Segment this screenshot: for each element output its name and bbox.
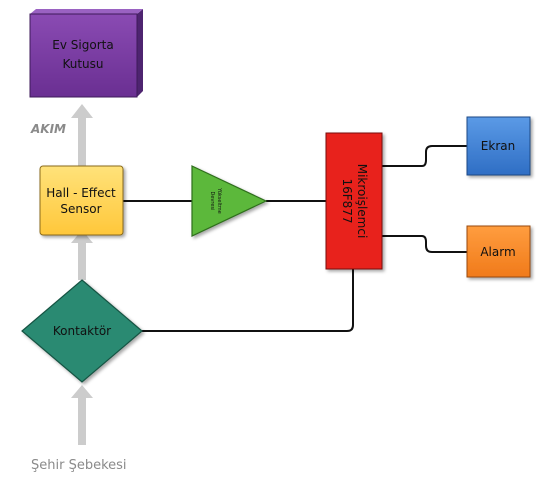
sensor-label-line1: Hall - Effect	[46, 186, 116, 200]
alarm-label: Alarm	[480, 245, 515, 259]
wire-mcu-to-alarm	[382, 235, 467, 253]
flow-arrow-to-kontaktor	[71, 385, 93, 445]
amplifier-label-line2: Devresi	[209, 192, 215, 211]
sensor-label-line2: Sensor	[60, 202, 101, 216]
flow-arrows	[71, 104, 93, 445]
mcu-label-line1: Mikroişlemci	[355, 164, 369, 239]
mcu-box: Mikroişlemci 16F877	[325, 132, 383, 270]
kontaktor-diamond: Kontaktör	[21, 279, 143, 383]
flow-arrow-to-sensor	[71, 230, 93, 280]
wire-kontaktor-to-mcu	[142, 269, 354, 332]
amplifier-label-line1: Yükseltme	[216, 187, 222, 214]
mcu-label-line2: 16F877	[340, 178, 354, 223]
sehir-sebekesi-label: Şehir Şebekesi	[31, 458, 127, 473]
flow-arrow-to-sigorta	[71, 104, 93, 166]
ekran-box: Ekran	[466, 116, 531, 176]
sigorta-label-line1: Ev Sigorta	[52, 38, 113, 52]
amplifier: Yükseltme Devresi	[191, 165, 268, 237]
sigorta-box: Ev Sigorta Kutusu	[29, 9, 143, 98]
alarm-box: Alarm	[466, 225, 531, 278]
akim-label: AKIM	[30, 122, 66, 136]
wire-mcu-to-ekran	[382, 145, 467, 167]
kontaktor-label: Kontaktör	[53, 324, 111, 338]
signal-wires	[123, 145, 467, 332]
ekran-label: Ekran	[481, 139, 515, 153]
sigorta-label-line2: Kutusu	[62, 57, 103, 71]
sensor-box: Hall - Effect Sensor	[39, 165, 124, 236]
